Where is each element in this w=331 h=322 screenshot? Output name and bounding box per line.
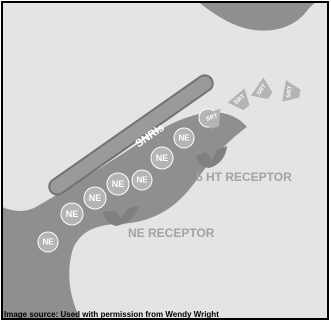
ne-molecule: NE (174, 128, 194, 148)
ne-molecule: NE (84, 187, 106, 209)
ne-molecule-label: NE (178, 134, 190, 143)
ne-molecule: NE (151, 147, 173, 169)
ne-molecule: NE (107, 173, 129, 195)
ne-molecule-label: NE (42, 238, 54, 247)
ne-molecule-label: NE (66, 209, 79, 219)
ht-receptor-label: 5 HT RECEPTOR (196, 170, 292, 184)
ne-molecule: NE (132, 170, 152, 190)
image-source-caption: Image source: Used with permission from … (4, 310, 331, 319)
ne-molecule: NE (38, 232, 58, 252)
ne-molecule-label: NE (89, 193, 102, 203)
ne-receptor-label: NE RECEPTOR (128, 226, 215, 240)
ne-molecule-label: NE (156, 153, 169, 163)
ne-molecule-label: NE (136, 176, 148, 185)
ne-molecule-label: NE (112, 179, 125, 189)
ne-molecule: NE (61, 203, 83, 225)
